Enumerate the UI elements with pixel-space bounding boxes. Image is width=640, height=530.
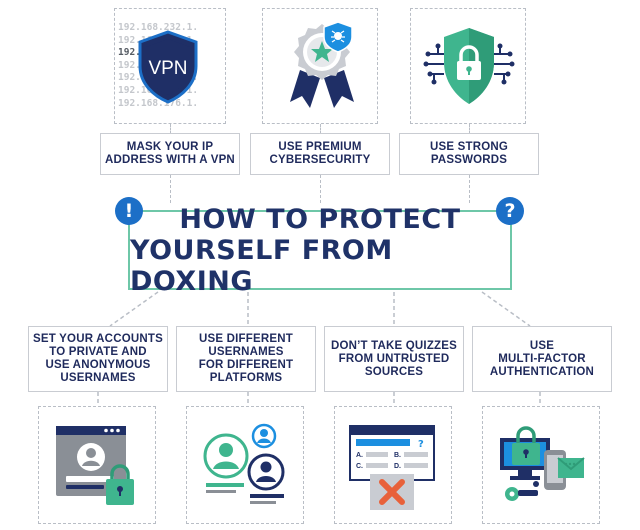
tip-label-text: MASK YOUR IP ADDRESS WITH A VPN [105, 141, 235, 166]
quiz-option-d: D. [394, 463, 401, 470]
question-icon: ? [496, 197, 524, 225]
tip-strong-passwords-label: USE STRONG PASSWORDS [399, 133, 539, 175]
title-box: HOW TO PROTECT YOURSELF FROM DOXING [128, 204, 512, 297]
private-account-icon [56, 426, 134, 505]
quiz-option-a: A. [356, 452, 363, 459]
title-line-2: YOURSELF FROM DOXING [130, 234, 393, 297]
tip-label-text: USE PREMIUM CYBERSECURITY [269, 141, 371, 166]
tip-label-text: SET YOUR ACCOUNTS TO PRIVATE AND USE ANO… [33, 333, 163, 384]
quiz-option-c: C. [356, 463, 363, 470]
tip-mask-ip-label: MASK YOUR IP ADDRESS WITH A VPN [100, 133, 240, 175]
tip-label-text: USE DIFFERENT USERNAMES FOR DIFFERENT PL… [198, 333, 294, 384]
ip-address: 192.168.232.1. [118, 22, 199, 33]
tip-quizzes-label: DON’T TAKE QUIZZES FROM UNTRUSTED SOURCE… [324, 326, 464, 392]
exclamation-icon: ! [115, 197, 143, 225]
quiz-question-mark: ? [418, 439, 424, 450]
connector-line [469, 175, 470, 203]
vpn-shield-icon: VPN [138, 30, 198, 104]
connector-line [170, 124, 171, 134]
connector-line [320, 124, 321, 134]
vpn-badge-text: VPN [148, 58, 187, 79]
tip-label-text: USE STRONG PASSWORDS [429, 141, 509, 166]
award-ribbon-icon [290, 21, 354, 108]
tip-private-accounts-label: SET YOUR ACCOUNTS TO PRIVATE AND USE ANO… [28, 326, 168, 392]
quiz-reject-icon: ? A. B. C. D. [349, 425, 435, 510]
lock-shield-icon [423, 28, 515, 104]
multiple-users-icon [203, 423, 285, 504]
connector-line [320, 175, 321, 203]
ip-address: 192.168.176.1. [118, 97, 199, 109]
tip-premium-cybersecurity-label: USE PREMIUM CYBERSECURITY [250, 133, 390, 175]
mfa-icon [500, 426, 585, 501]
connector-line [469, 124, 470, 134]
tip-label-text: DON’T TAKE QUIZZES FROM UNTRUSTED SOURCE… [330, 339, 458, 378]
quiz-option-b: B. [394, 452, 401, 459]
tip-different-usernames-label: USE DIFFERENT USERNAMES FOR DIFFERENT PL… [176, 326, 316, 392]
tip-mfa-label: USE MULTI-FACTOR AUTHENTICATION [472, 326, 612, 392]
tip-label-text: USE MULTI-FACTOR AUTHENTICATION [489, 339, 595, 378]
connector-line [170, 175, 171, 203]
title-line-1: HOW TO PROTECT [179, 203, 461, 235]
